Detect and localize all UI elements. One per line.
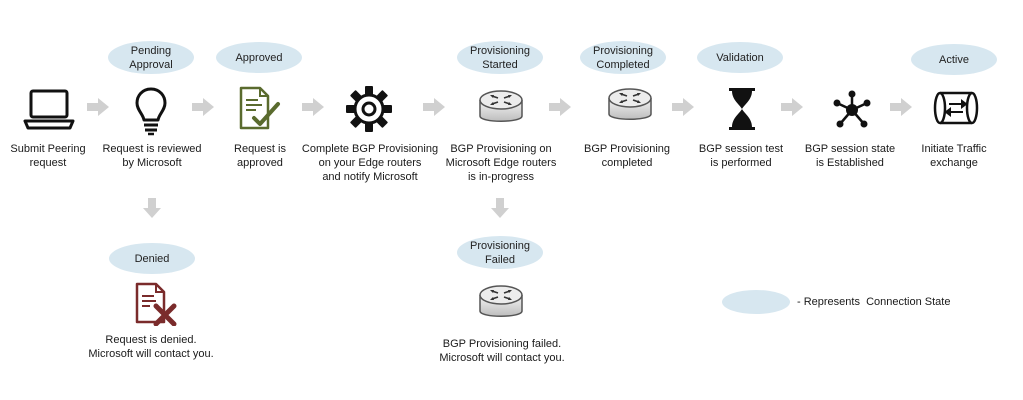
flow-arrow-down xyxy=(491,198,509,218)
step-label-session-established: BGP session state is Established xyxy=(804,143,896,169)
lightbulb-icon xyxy=(135,87,167,136)
flow-arrow xyxy=(302,98,324,116)
step-label-bgp-progress: BGP Provisioning on Microsoft Edge route… xyxy=(445,143,557,183)
state-provisioning-failed: Provisioning Failed xyxy=(457,236,543,269)
step-label-denied: Request is denied. Microsoft will contac… xyxy=(88,334,214,360)
state-validation: Validation xyxy=(697,42,783,73)
step-label-reviewed: Request is reviewed by Microsoft xyxy=(102,143,202,169)
gear-icon xyxy=(346,86,392,132)
traffic-exchange-icon xyxy=(933,91,979,125)
flow-arrow xyxy=(672,98,694,116)
state-active: Active xyxy=(911,44,997,75)
flow-arrow xyxy=(423,98,445,116)
step-label-submit: Submit Peering request xyxy=(10,143,86,169)
step-label-bgp-failed: BGP Provisioning failed. Microsoft will … xyxy=(439,338,565,364)
step-label-approved: Request is approved xyxy=(234,143,286,169)
legend-state-swatch xyxy=(722,290,790,314)
flow-arrow xyxy=(890,98,912,116)
state-provisioning-completed: Provisioning Completed xyxy=(580,41,666,74)
flow-arrow xyxy=(781,98,803,116)
step-label-session-test: BGP session test is performed xyxy=(698,143,784,169)
laptop-icon xyxy=(23,89,75,130)
router-icon xyxy=(479,90,523,122)
state-pending-approval: Pending Approval xyxy=(108,41,194,74)
flow-arrow xyxy=(549,98,571,116)
approved-document-icon xyxy=(239,86,280,130)
state-denied: Denied xyxy=(109,243,195,274)
state-approved: Approved xyxy=(216,42,302,73)
flow-arrow-down xyxy=(143,198,161,218)
step-label-bgp-completed: BGP Provisioning completed xyxy=(583,143,671,169)
denied-document-icon xyxy=(135,282,177,326)
legend-label: - Represents Connection State xyxy=(797,296,951,308)
flow-arrow xyxy=(87,98,109,116)
step-label-initiate-traffic: Initiate Traffic exchange xyxy=(921,143,987,169)
router-icon xyxy=(479,285,523,317)
router-icon xyxy=(608,88,652,120)
flow-arrow xyxy=(192,98,214,116)
network-hub-icon xyxy=(833,90,871,128)
state-provisioning-started: Provisioning Started xyxy=(457,41,543,74)
hourglass-icon xyxy=(729,88,755,130)
step-label-complete-bgp: Complete BGP Provisioning on your Edge r… xyxy=(301,143,439,183)
